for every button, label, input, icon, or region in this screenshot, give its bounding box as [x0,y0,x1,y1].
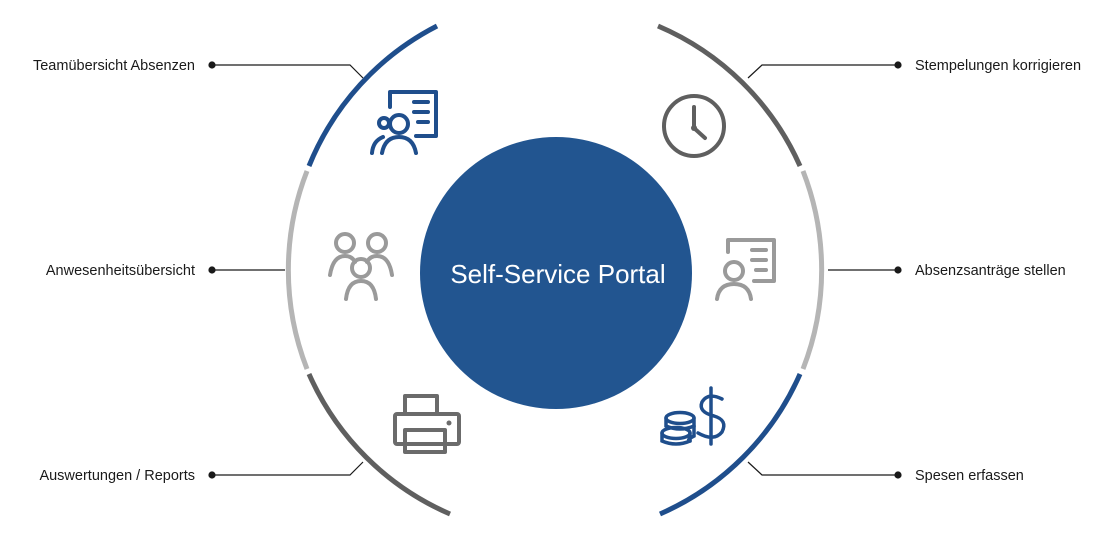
connector-teamuebersicht [212,64,364,79]
connector-stempelungen [747,64,898,79]
center-title: Self-Service Portal [450,259,665,289]
ring-arc-left-top [306,23,439,167]
connector-spesen [747,461,898,476]
label-auswertungen-reports: Auswertungen / Reports [39,468,195,484]
ring-arc-right-bottom [658,372,803,517]
team-presentation-icon [370,90,438,155]
label-absenzantraege-stellen: Absenzsanträge stellen [915,263,1066,279]
center-circle [420,137,692,409]
ring-arc-left-bottom [306,372,451,517]
outer-ring [285,23,825,517]
label-stempelungen-korrigieren: Stempelungen korrigieren [915,58,1081,74]
coins-dollar-icon [660,386,726,446]
people-group-icon [328,232,394,301]
connector-auswertungen [212,461,364,476]
person-document-icon [715,238,776,301]
printer-icon [393,394,461,454]
connector-dot-absenzantraege [894,266,902,274]
label-teamuebersicht-absenzen: Teamübersicht Absenzen [33,58,195,74]
connector-dot-stempelungen [894,61,902,69]
connector-dot-anwesenheit [208,266,216,274]
connector-dot-teamuebersicht [208,61,216,69]
ring-arc-right-top [657,23,803,168]
connectors [208,61,902,479]
label-spesen-erfassen: Spesen erfassen [915,468,1024,484]
connector-dot-auswertungen [208,471,216,479]
connector-dot-spesen [894,471,902,479]
ring-arc-left-middle [285,170,310,370]
clock-icon [662,94,726,158]
label-anwesenheitsuebersicht: Anwesenheitsübersicht [46,263,195,279]
ring-arc-right-middle [800,170,825,370]
